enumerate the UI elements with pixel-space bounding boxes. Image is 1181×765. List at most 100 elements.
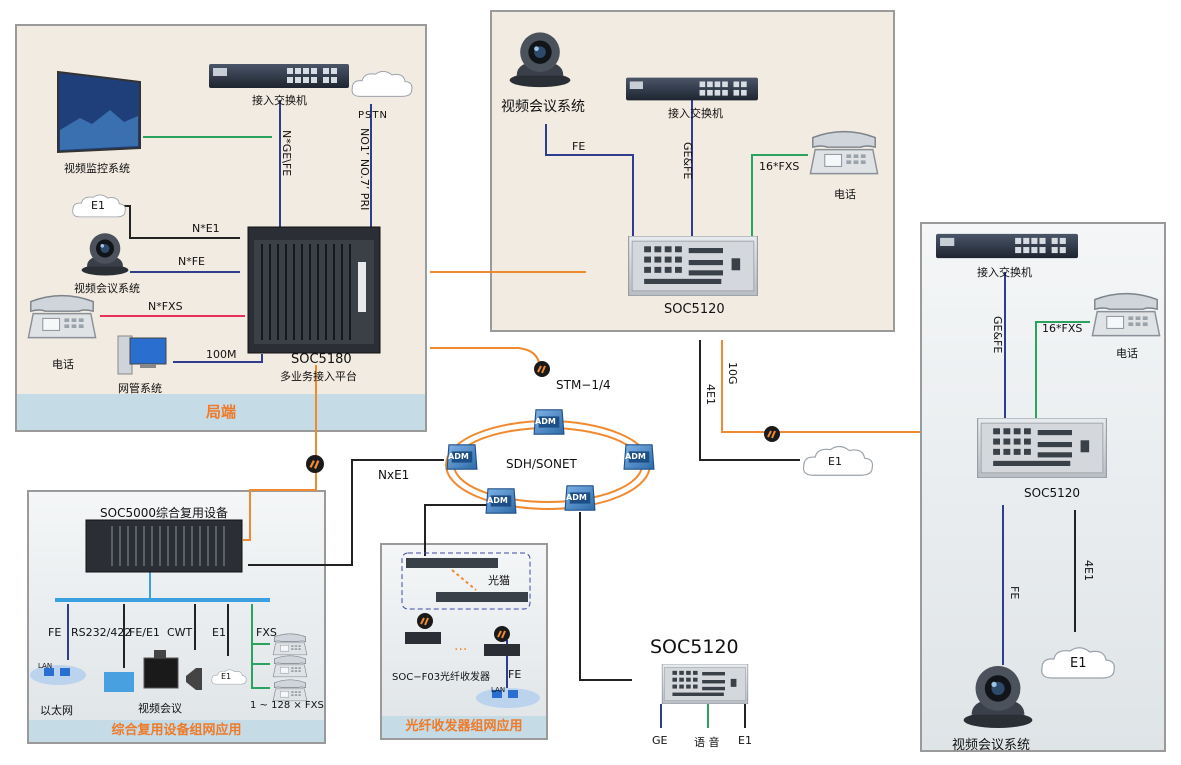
- phone-label: 电话: [834, 188, 856, 201]
- adm-label: ADM: [487, 496, 508, 505]
- video-label: 视频会议系统: [952, 738, 1031, 753]
- transceiver-label: SOC−F03光纤收发器: [392, 672, 491, 683]
- nxe1-label: NxE1: [378, 468, 410, 482]
- modem-device: [436, 592, 528, 602]
- fxs-label: 16*FXS: [1042, 322, 1083, 335]
- video-conf-label: 视频会议: [138, 702, 182, 715]
- fiber-caption: 光纤收发器组网应用: [382, 716, 546, 738]
- nfe-label: N*FE: [178, 255, 206, 268]
- phone-icon: [27, 294, 97, 339]
- soc5120-label: SOC5120: [1024, 486, 1080, 500]
- horn-icon: [186, 668, 202, 690]
- lan-icon: [476, 688, 540, 708]
- camera-icon: [509, 32, 571, 88]
- port-rs232-label: RS232/422: [71, 626, 132, 639]
- video-terminal-icon: [143, 650, 179, 689]
- e1-label: E1: [738, 734, 752, 747]
- green-links: [143, 136, 1090, 728]
- port-fee1-label: FE/E1: [129, 626, 160, 639]
- 4e1-label: 4E1: [1082, 560, 1095, 581]
- fxs-label: 16*FXS: [759, 160, 800, 173]
- phone-icon: [272, 633, 308, 656]
- switch-label: 接入交换机: [977, 266, 1032, 279]
- fe-label: FE: [1008, 586, 1021, 600]
- soc5120-label: SOC5120: [664, 302, 725, 317]
- modem-device: [406, 558, 498, 568]
- transceiver-device: [405, 632, 441, 644]
- fiber-link-icon: [417, 613, 433, 629]
- gefe-label: GE&FE: [991, 316, 1004, 354]
- pstn-protocol-label: NO1’ NO.7’ PRI: [358, 128, 371, 211]
- switch-icon: [936, 233, 1078, 259]
- switch-icon: [626, 77, 758, 101]
- bottom-soc5120-label: SOC5120: [650, 636, 739, 658]
- adm-label: ADM: [625, 452, 646, 461]
- dots-label: ···: [454, 642, 468, 658]
- switch-icon: [209, 64, 349, 88]
- phone-icon: [272, 655, 308, 678]
- monitor-label: 视频监控系统: [64, 162, 130, 175]
- fiber-link-icon: [494, 626, 510, 642]
- soc5180-desc: 多业务接入平台: [280, 370, 357, 383]
- monitor-wall: [57, 70, 141, 154]
- soc5180-name: SOC5180: [291, 352, 352, 367]
- serial-device: [104, 672, 134, 692]
- ngefe-label: N*GE\FE: [280, 130, 293, 177]
- adm-label: ADM: [566, 493, 587, 502]
- computer-icon: [117, 335, 167, 375]
- ge-label: GE: [652, 734, 668, 747]
- modem-group-box: [401, 552, 531, 610]
- fiber-link-icon: [764, 426, 780, 442]
- 4e1-label: 4E1: [704, 384, 717, 405]
- pstn-label: PSTN: [358, 110, 388, 121]
- fxs-range-label: 1 ~ 128 × FXS: [250, 700, 324, 711]
- e1-cloud-label: E1: [1070, 656, 1087, 671]
- pstn-cloud-icon: [351, 70, 413, 98]
- soc5120-chassis-right: [976, 418, 1108, 478]
- switch-label: 接入交换机: [668, 107, 723, 120]
- mux-title: SOC5000综合复用设备: [100, 506, 228, 520]
- video-label: 视频会议系统: [501, 99, 585, 115]
- transceiver-device: [484, 644, 520, 656]
- adm-label: ADM: [535, 417, 556, 426]
- e1-cloud-label: E1: [91, 199, 105, 212]
- link-100m-label: 100M: [206, 348, 237, 361]
- port-fxs-label: FXS: [256, 626, 277, 639]
- fiber-link-icon: [534, 361, 550, 377]
- camera-icon: [963, 665, 1033, 728]
- soc5000-chassis: [85, 519, 243, 573]
- nms-label: 网管系统: [118, 382, 162, 395]
- modem-link: [451, 569, 477, 591]
- video-label: 视频会议系统: [74, 282, 140, 295]
- phone-icon: [809, 130, 879, 175]
- black-links: [112, 205, 1076, 728]
- e1-cloud-label: E1: [828, 455, 842, 468]
- stm-label: STM−1/4: [556, 378, 611, 392]
- central-office-caption: 局端: [17, 394, 425, 430]
- soc5180-chassis: [247, 226, 381, 354]
- port-cwt-label: CWT: [167, 626, 193, 639]
- blue-links: [67, 100, 1006, 728]
- soc5120-chassis-top: [628, 236, 758, 296]
- camera-icon: [81, 233, 129, 276]
- fiber-link-icon: [306, 455, 324, 473]
- mux-caption: 综合复用设备组网应用: [29, 720, 324, 742]
- phone-icon: [1091, 292, 1161, 337]
- voice-label: 语 音: [694, 736, 720, 749]
- nfxs-label: N*FXS: [148, 300, 183, 313]
- fiber-fe-label: FE: [508, 668, 522, 681]
- port-fe-label: FE: [48, 626, 62, 639]
- switch-label: 接入交换机: [252, 94, 307, 107]
- 10g-label: 10G: [726, 362, 739, 385]
- ring-label: SDH/SONET: [506, 457, 577, 471]
- fe-label: FE: [572, 140, 586, 153]
- port-e1-label: E1: [212, 626, 226, 639]
- phone-label: 电话: [52, 358, 74, 371]
- fiber-lan-label: LAN: [491, 686, 506, 694]
- adm-label: ADM: [448, 452, 469, 461]
- phone-label: 电话: [1116, 347, 1138, 360]
- ethernet-label: 以太网: [40, 704, 73, 717]
- gefe-label: GE&FE: [681, 142, 694, 180]
- mux-e1-label: E1: [221, 672, 232, 681]
